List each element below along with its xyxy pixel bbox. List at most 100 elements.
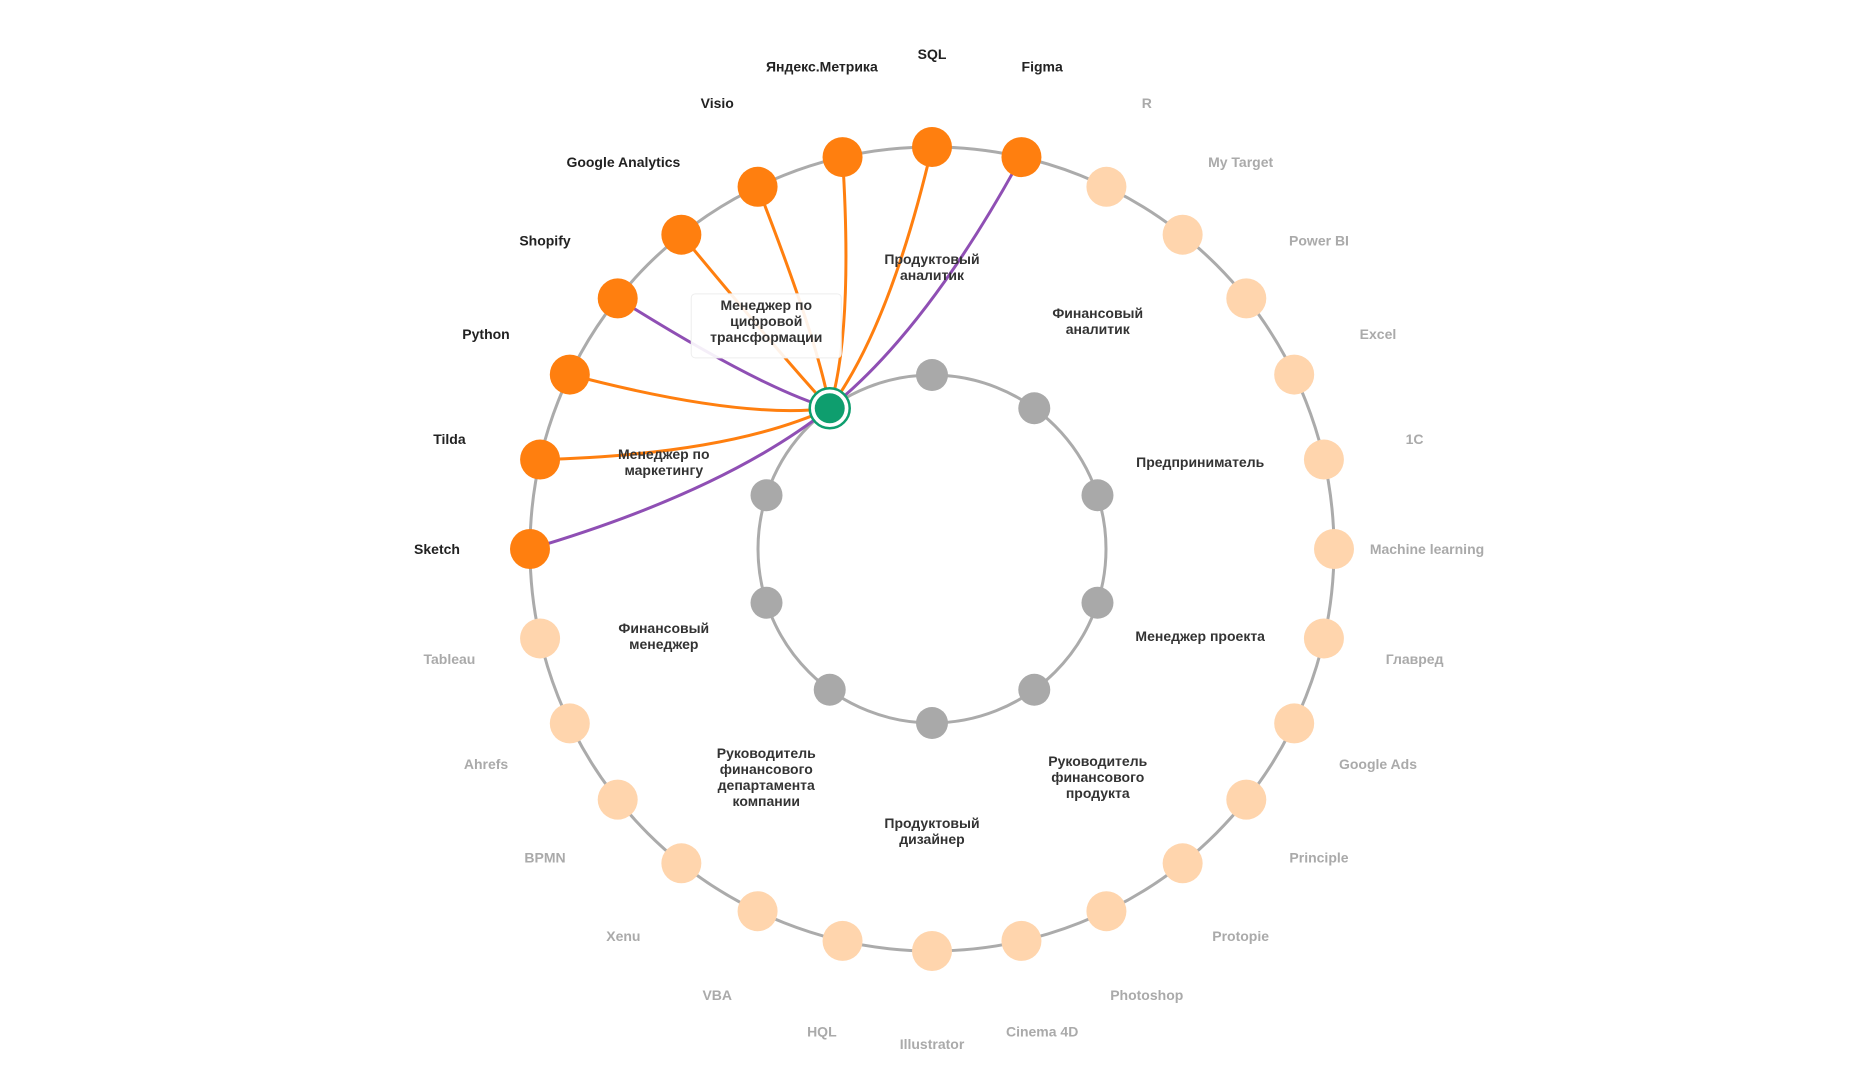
role-nodes-layer: [750, 359, 1114, 739]
skill-node-xenu[interactable]: [661, 843, 702, 884]
role-node-финансовый-аналитик[interactable]: [1018, 392, 1051, 425]
role-label-line: цифровой: [730, 313, 802, 329]
role-label-line: компании: [733, 793, 800, 809]
role-label-предприниматель: Предприниматель: [1136, 454, 1264, 470]
role-label-line: аналитик: [900, 267, 965, 283]
role-label-менеджер-проекта: Менеджер проекта: [1135, 628, 1265, 644]
skill-label-python: Python: [462, 326, 509, 342]
link-sketch: [529, 407, 831, 551]
role-label-line: Менеджер проекта: [1135, 628, 1265, 644]
skill-node-illustrator[interactable]: [912, 931, 952, 971]
skill-label-power-bi: Power BI: [1289, 232, 1349, 248]
skill-label-my-target: My Target: [1208, 154, 1273, 170]
role-node-менеджер-проекта[interactable]: [1081, 586, 1114, 619]
role-label-line: Продуктовый: [884, 251, 979, 267]
skill-node-principle[interactable]: [1226, 779, 1267, 820]
role-label-line: финансового: [1051, 769, 1144, 785]
skill-node-cinema-4d[interactable]: [1001, 920, 1042, 961]
skill-label-visio: Visio: [701, 95, 734, 111]
inner-ring: [756, 373, 1108, 725]
role-label-line: Менеджер по: [618, 446, 710, 462]
skill-label-google-ads: Google Ads: [1339, 756, 1417, 772]
skill-node-shopify[interactable]: [597, 278, 638, 319]
skill-label-bpmn: BPMN: [524, 850, 565, 866]
skill-node-my-target[interactable]: [1162, 214, 1203, 255]
skill-label-photoshop: Photoshop: [1110, 987, 1183, 1003]
skill-node-excel[interactable]: [1274, 354, 1315, 395]
skill-node-power-bi[interactable]: [1226, 278, 1267, 319]
role-node-продуктовый-дизайнер[interactable]: [916, 707, 948, 739]
skill-node-sketch[interactable]: [510, 529, 550, 569]
skill-label-hql: HQL: [807, 1024, 837, 1040]
role-label-line: дизайнер: [899, 831, 964, 847]
skill-node-python[interactable]: [549, 354, 590, 395]
skill-node-bpmn[interactable]: [597, 779, 638, 820]
skill-node-r[interactable]: [1086, 166, 1127, 207]
skill-label-figma: Figma: [1022, 58, 1063, 74]
role-node-предприниматель[interactable]: [1081, 479, 1114, 512]
role-label-line: Финансовый: [618, 620, 709, 636]
skill-node-1c[interactable]: [1303, 439, 1344, 480]
role-label-line: Финансовый: [1052, 305, 1143, 321]
role-node-финансовый-менеджер[interactable]: [750, 586, 783, 619]
skill-label-tableau: Tableau: [423, 651, 475, 667]
link-figma: [828, 156, 1023, 410]
role-node-продуктовый-аналитик[interactable]: [916, 359, 948, 391]
skill-label-shopify: Shopify: [519, 232, 571, 248]
link-python: [569, 373, 830, 413]
skill-label-tilda: Tilda: [433, 431, 466, 447]
skill-label-google-analytics: Google Analytics: [566, 154, 680, 170]
role-label-line: финансового: [720, 761, 813, 777]
skill-node-protopie[interactable]: [1162, 843, 1203, 884]
skill-label-principle: Principle: [1289, 850, 1348, 866]
skill-node-яндекс-метрика[interactable]: [822, 137, 863, 178]
skill-label-protopie: Protopie: [1212, 928, 1269, 944]
link-tilda: [540, 406, 831, 462]
skill-node-tableau[interactable]: [520, 618, 561, 659]
skill-label-xenu: Xenu: [606, 928, 640, 944]
role-node-руководитель-финансового-продукта[interactable]: [1018, 673, 1051, 706]
skill-label-ahrefs: Ahrefs: [464, 756, 509, 772]
role-label-line: трансформации: [710, 329, 822, 345]
role-node-менеджер-по-маркетингу[interactable]: [750, 479, 783, 512]
skill-nodes-layer: [510, 127, 1354, 971]
skill-node-google-ads[interactable]: [1274, 703, 1315, 744]
skill-node-ahrefs[interactable]: [549, 703, 590, 744]
selected-role-label-box: [690, 293, 842, 359]
skill-node-google-analytics[interactable]: [661, 214, 702, 255]
skill-label-machine-learning: Machine learning: [1370, 541, 1484, 557]
skill-label-r: R: [1142, 95, 1152, 111]
skill-node-machine-learning[interactable]: [1314, 529, 1354, 569]
skill-label-excel: Excel: [1360, 326, 1397, 342]
skill-label-vba: VBA: [702, 987, 732, 1003]
skill-label-главред: Главред: [1386, 651, 1444, 667]
role-node-руководитель-финансового-департамента-компании[interactable]: [813, 673, 846, 706]
skill-label-sketch: Sketch: [414, 541, 460, 557]
skill-label-cinema-4d: Cinema 4D: [1006, 1024, 1078, 1040]
role-label-line: Менеджер по: [720, 297, 812, 313]
skill-node-visio[interactable]: [737, 166, 778, 207]
skill-node-sql[interactable]: [912, 127, 952, 167]
role-label-line: продукта: [1066, 785, 1130, 801]
skill-node-photoshop[interactable]: [1086, 891, 1127, 932]
skill-node-hql[interactable]: [822, 920, 863, 961]
link-яндекс-метрика: [828, 156, 848, 409]
skill-label-sql: SQL: [918, 46, 947, 62]
skill-node-tilda[interactable]: [520, 439, 561, 480]
role-label-line: Руководитель: [1048, 753, 1147, 769]
skill-node-vba[interactable]: [737, 891, 778, 932]
selected-role-node[interactable]: [814, 393, 845, 424]
skill-node-figma[interactable]: [1001, 137, 1042, 178]
skill-node-главред[interactable]: [1303, 618, 1344, 659]
role-label-line: менеджер: [629, 636, 698, 652]
